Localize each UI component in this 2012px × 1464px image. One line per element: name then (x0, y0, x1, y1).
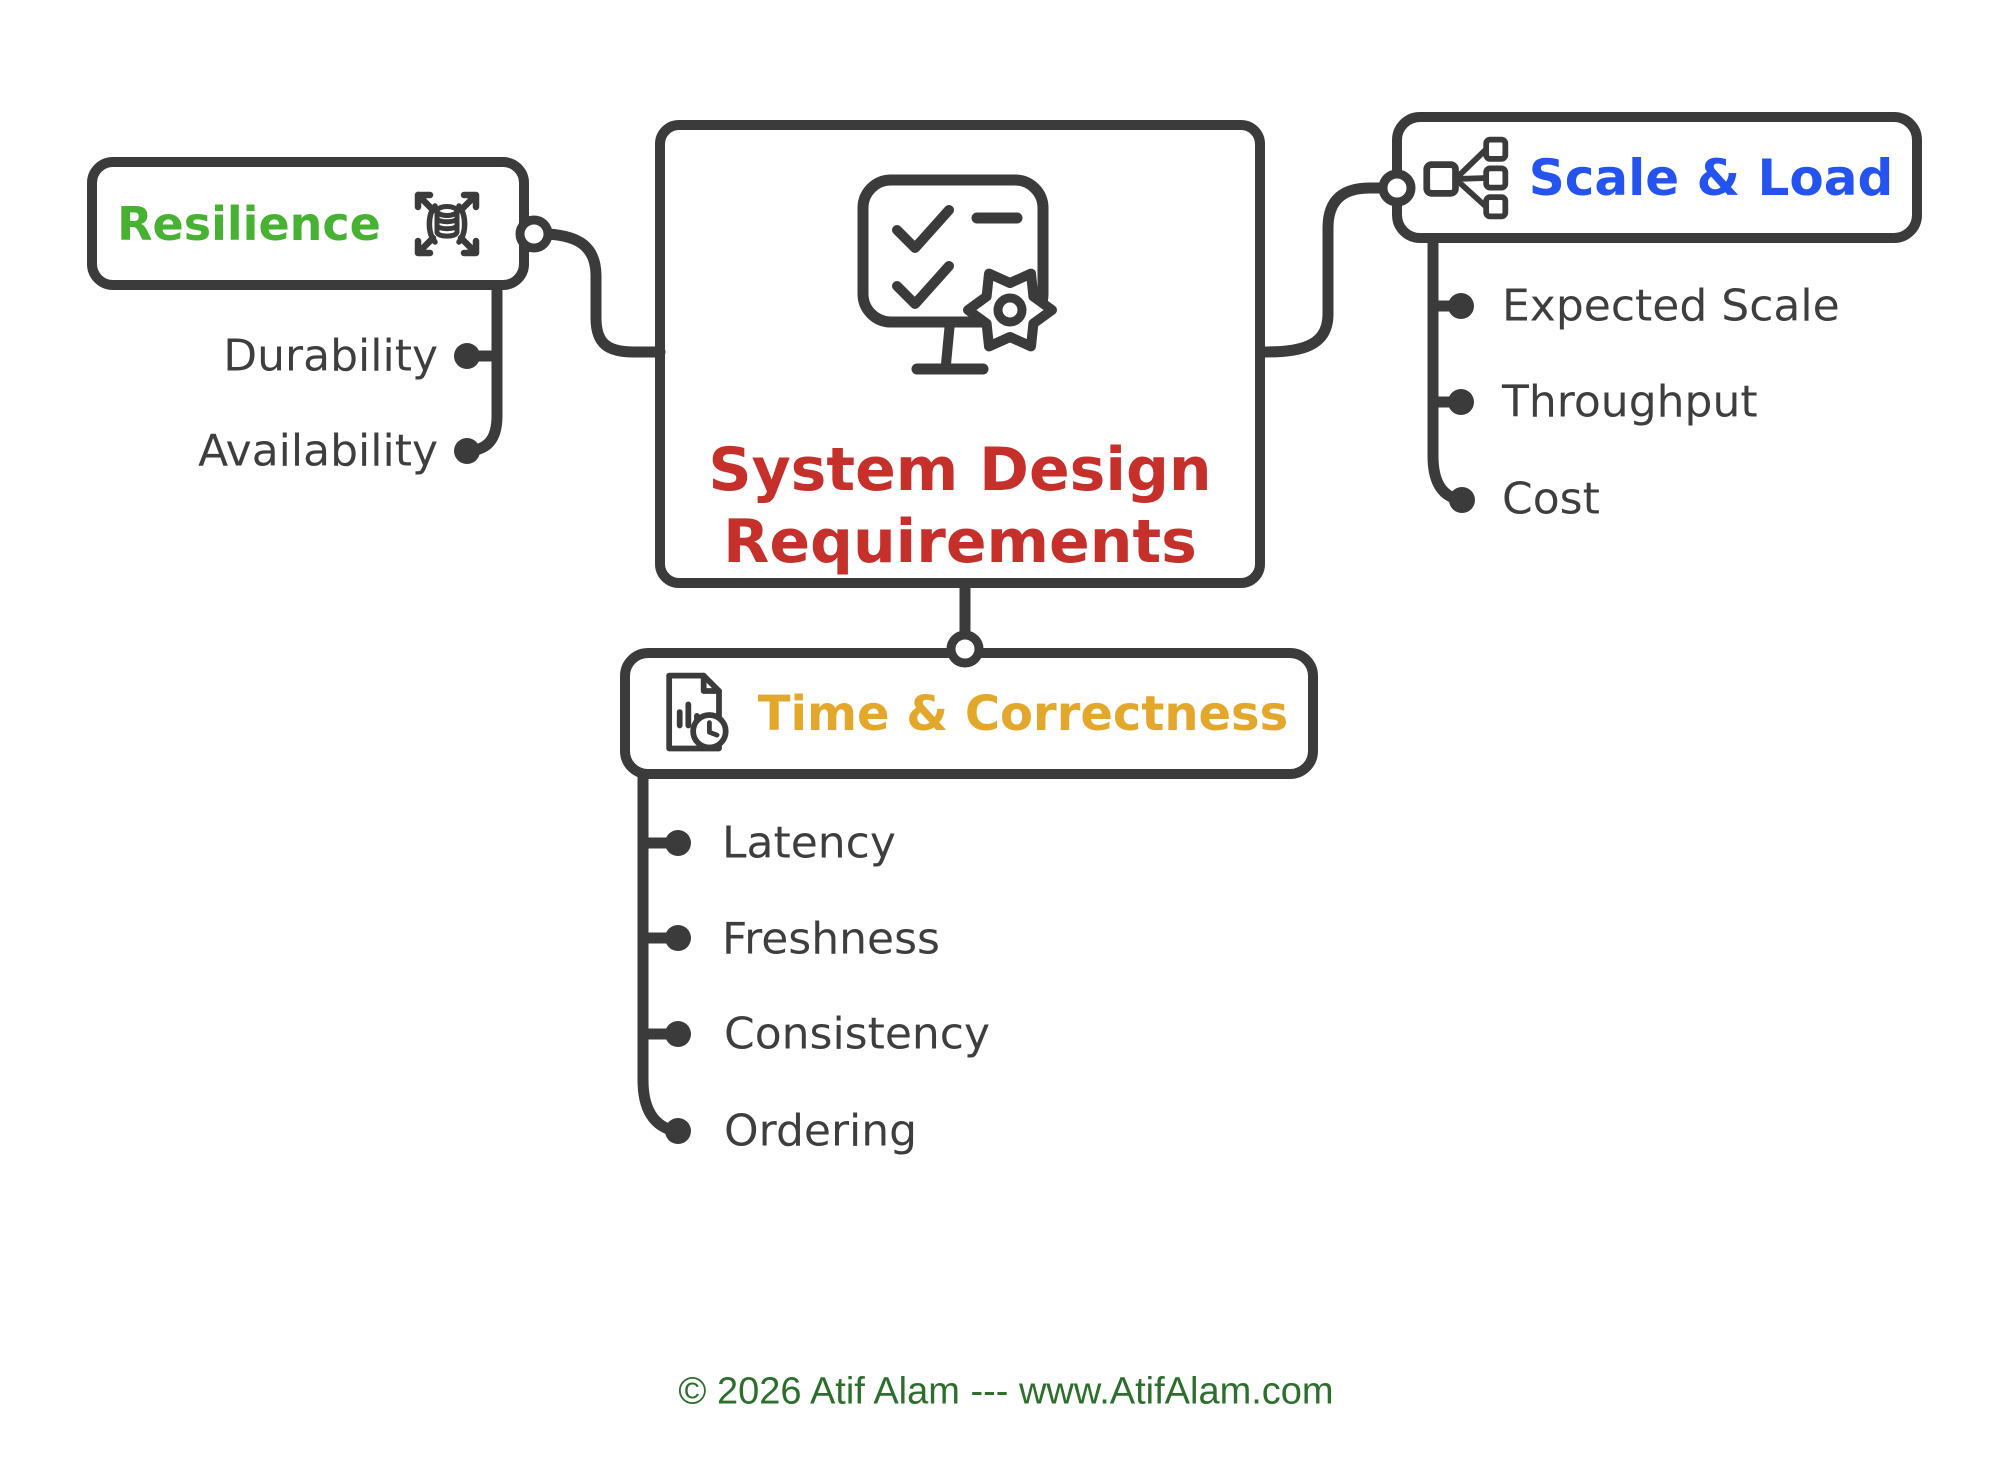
dot-freshness (665, 925, 691, 951)
child-label-throughput: Throughput (1502, 376, 1758, 428)
child-label-expected-scale: Expected Scale (1502, 280, 1840, 332)
database-scale-icon (414, 191, 480, 256)
child-label-freshness: Freshness (722, 913, 940, 965)
central-title: System Design Requirements (708, 435, 1212, 577)
child-label-latency: Latency (722, 817, 896, 869)
scale-load-node: Scale & Load (1392, 112, 1922, 243)
wire-center-to-scale (1256, 182, 1394, 358)
wire-resilience-children (462, 282, 503, 457)
resilience-node: Resilience (87, 157, 529, 290)
dot-ordering (665, 1118, 691, 1144)
wire-time-children (637, 770, 680, 1137)
dot-cost (1449, 487, 1475, 513)
child-label-consistency: Consistency (724, 1008, 991, 1060)
wire-resilience-to-center (542, 228, 666, 358)
central-node: System Design Requirements (655, 120, 1265, 588)
wire-scale-children (1427, 234, 1467, 506)
dot-throughput (1448, 389, 1474, 415)
dot-consistency (665, 1021, 691, 1047)
child-label-availability: Availability (198, 425, 438, 477)
time-correctness-node: Time & Correctness (620, 648, 1318, 779)
scale-load-label: Scale & Load (1528, 148, 1894, 207)
dot-expected-scale (1448, 293, 1474, 319)
dot-availability (454, 438, 480, 464)
checklist-gear-icon (857, 174, 1057, 375)
child-label-durability: Durability (223, 330, 438, 382)
copyright-footer: © 2026 Atif Alam --- www.AtifAlam.com (678, 1370, 1334, 1413)
child-label-cost: Cost (1502, 473, 1600, 525)
document-clock-icon (666, 672, 729, 751)
resilience-label: Resilience (117, 196, 381, 251)
time-correctness-label: Time & Correctness (757, 685, 1289, 742)
child-label-ordering: Ordering (724, 1105, 918, 1157)
dot-latency (665, 830, 691, 856)
distribution-icon (1423, 136, 1508, 219)
dot-durability (454, 343, 480, 369)
